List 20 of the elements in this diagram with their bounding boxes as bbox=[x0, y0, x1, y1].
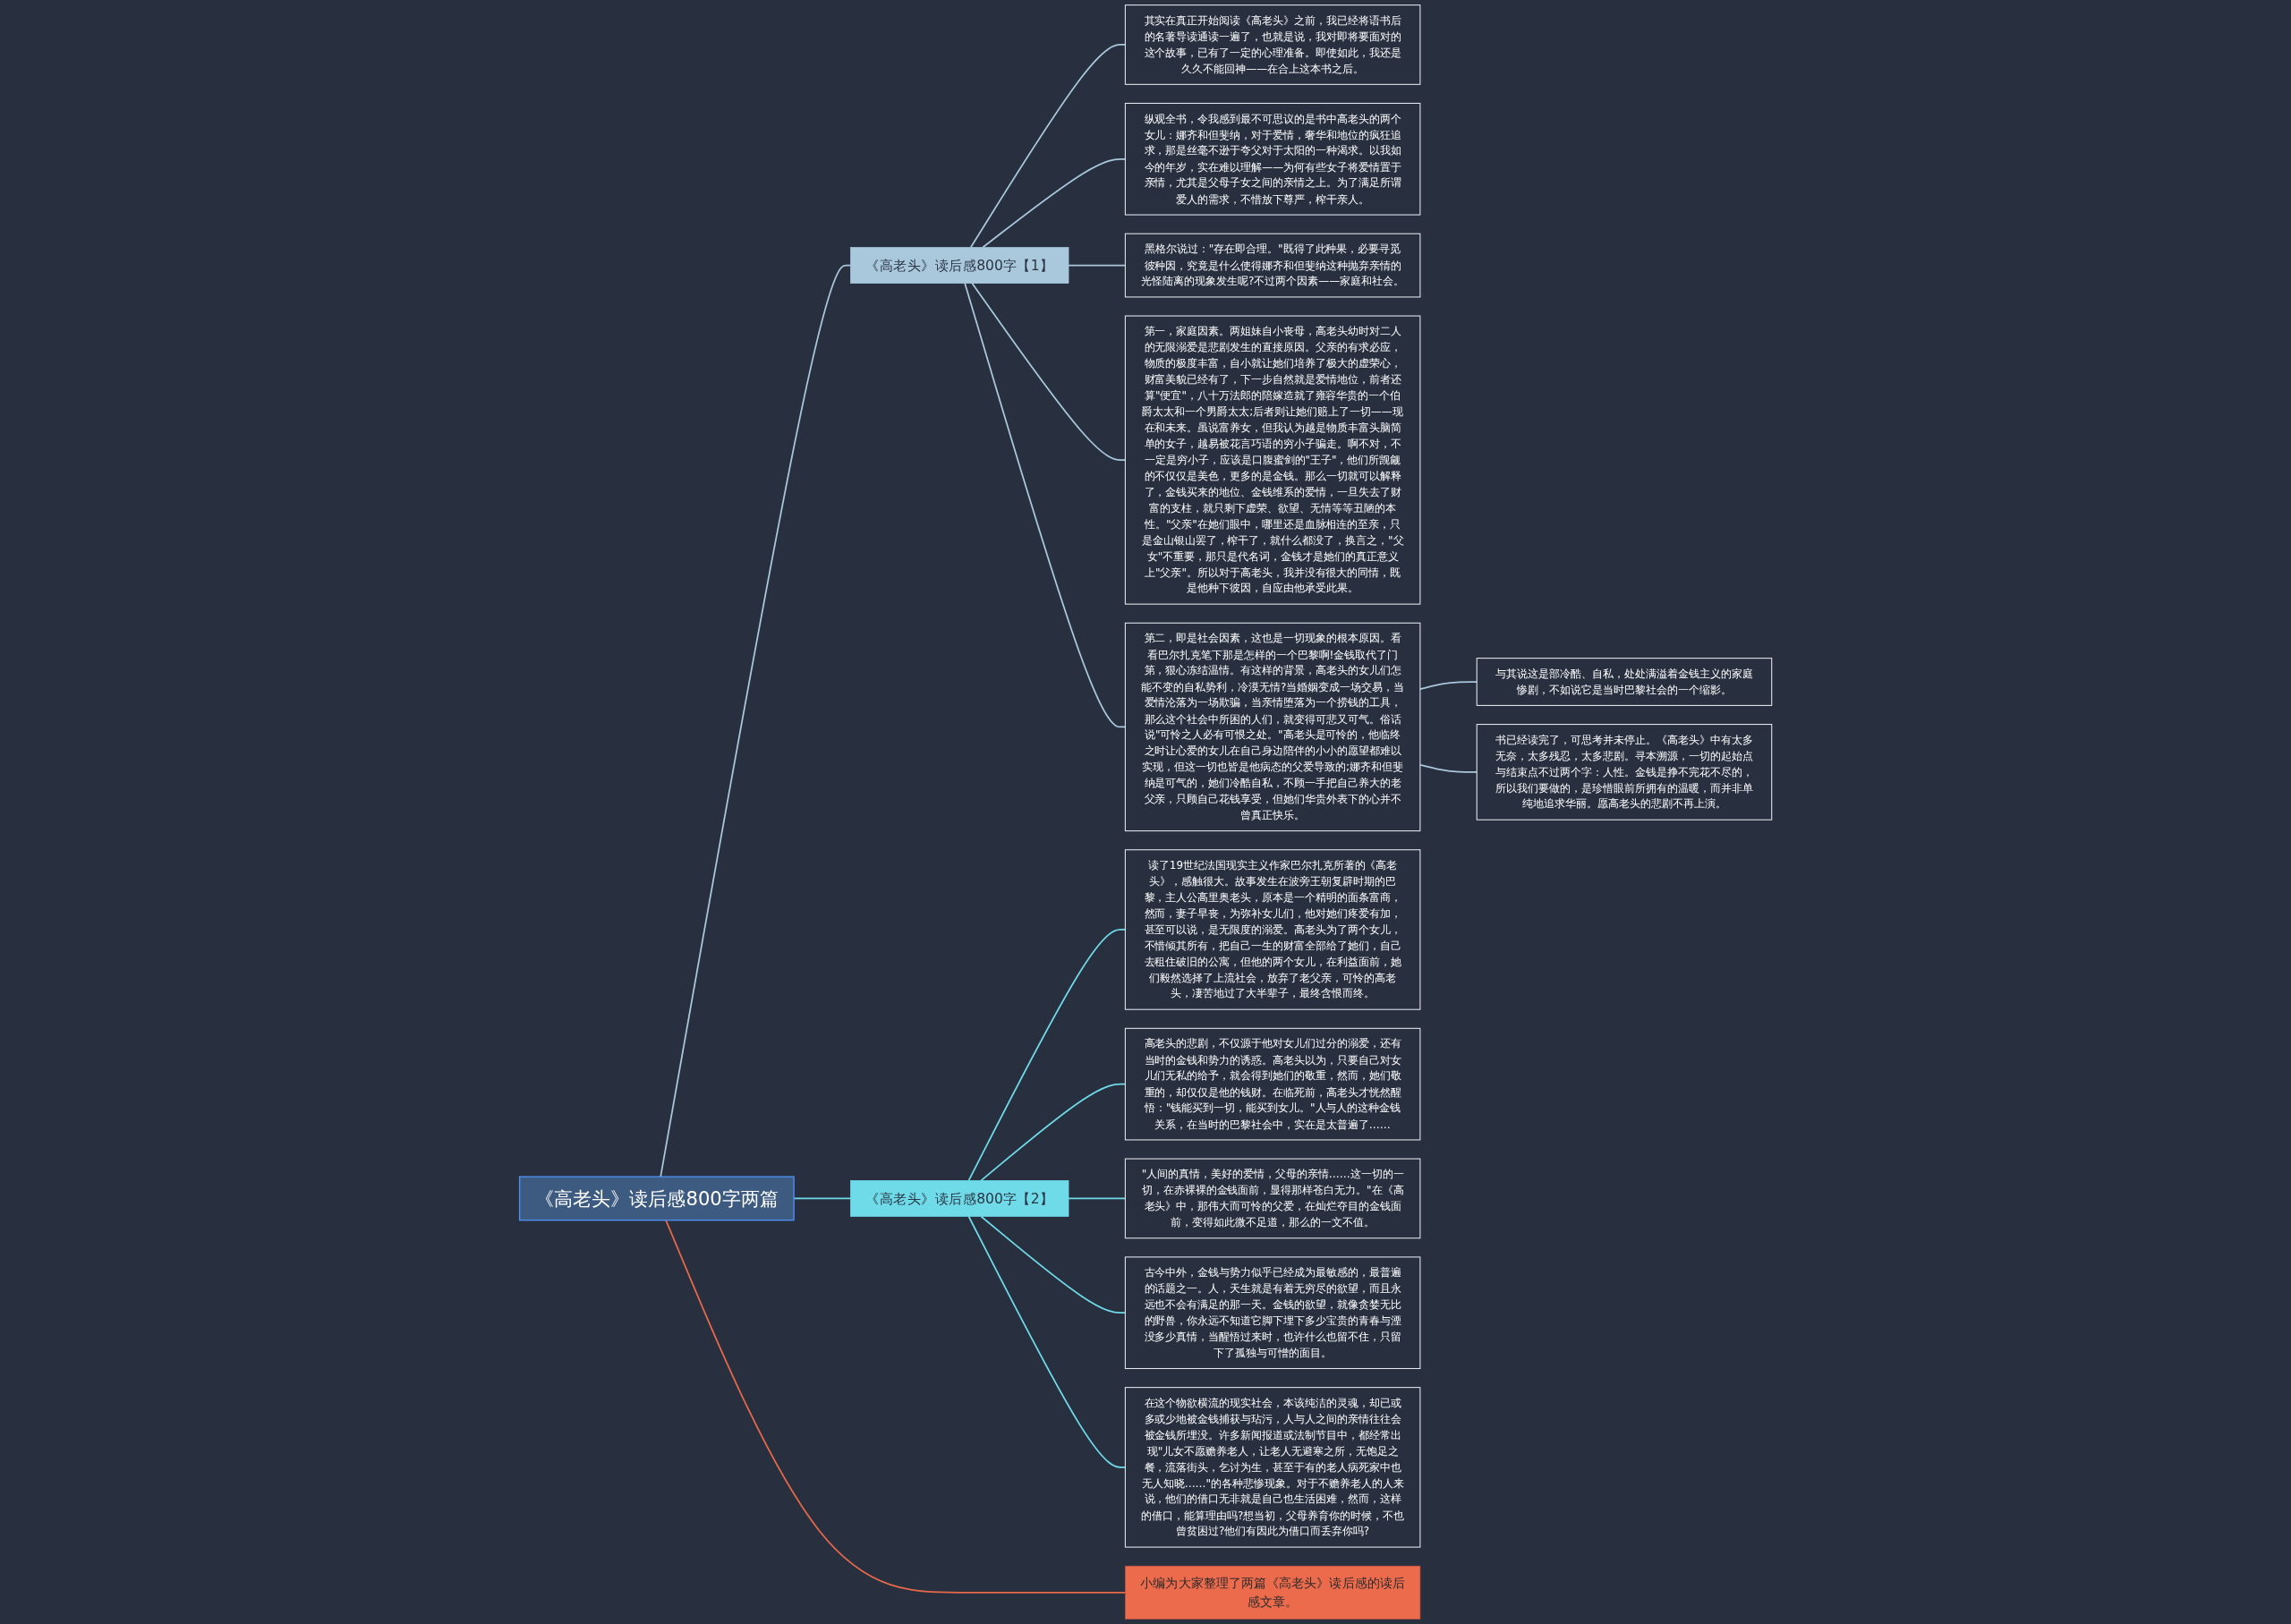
node-box bbox=[1124, 1565, 1421, 1620]
node-box bbox=[1476, 658, 1773, 706]
node-box bbox=[1476, 724, 1773, 821]
node-box bbox=[1124, 1387, 1421, 1548]
node-box bbox=[1124, 4, 1421, 85]
node-box bbox=[849, 247, 1069, 284]
connector bbox=[793, 1197, 852, 1200]
mind-map: 《高老头》读后感800字两篇 《高老头》读后感800字【1】 其实在真正开始阅读《高老头》之前，我已经将语书后的名著导读通读一遍了，也就是说，我对即将要面对的这个故事，已有了一定的心理准备。即使如此，我还是久久不能回神——在合上这本书之后。 纵观全书，令我感到最不可思议的是书中高老头的两个女儿：娜齐和但斐纳，对于爱情，奢华和地位的疯狂追求，那是丝毫不逊于夸父对于太阳的一种渴求。以我如今的年岁，实在难以理解——为何有些女子将爱情置于亲情，尤其是父母子女之间的亲情之上。为了满足所谓爱人的需求，不惜放下尊严，榨干亲人。 黑格尔说过："存在即合理。"既得了此种果，必要寻觅彼种因，究竟是什么使得娜齐和但斐纳这种抛弃亲情的光怪陆离的现象发生呢?不过两个因素——家庭和社会。 第一，家庭因素。两姐妹自小丧母，高老头幼时对二人的无限溺爱是悲剧发生的直接原因。父亲的有求必应，物质的极度丰富，自小就让她们培养了极大的虚荣心，财富美貌已经有了，下一步自然就是爱情地位，前者还算"便宜"，八十万法郎的陪嫁造就了雍容华贵的一个伯爵太太和一个男爵太太;后者则让她们赔上了一切——现在和未来。虽说富养女，但我认为越是物质丰富头脑简单的女子，越易被花言巧语的穷小子骗走。啊不对，不一定是穷小子，应该是口腹蜜剑的"王子"，他们所觊觎的不仅仅是美色，更多的是金钱。那么一切就可以解释了，金钱买来的地位、金钱维系的爱情，一旦失去了财富的支柱，就只剩下虚荣、欲望、无情等等丑陋的本性。"父亲"在她们眼中，哪里还是血脉相连的至亲，只是金山银山罢了，榨干了，就什么都没了，换言之，"父女"不重要，那只是代名词，金钱才是她们的真正意义上"父亲"。所以对于高老头，我并没有很大的同情，既是他种下彼因，自应由他承受此果。 第二，即是社会因素，这也是一切现象的根本原因。看看巴尔扎克笔下那是怎样的一个巴黎啊!金钱取代了门第，狠心冻结温情。有这样的背景，高老头的女儿们怎能不变的自私势利，冷漠无情?当婚姻变成一场交易，当爱情沦落为一场欺骗，当亲情堕落为一个捞钱的工具，那么这个社会中所困的人们，就变得可悲又可气。俗话说"可怜之人必有可恨之处。"高老头是可怜的，他临终之时让心爱的女儿在自己身边陪伴的小小的愿望都难以实现，但这一切也皆是他病态的父爱导致的;娜齐和但斐纳是可气的，她们冷酷自私，不顾一手把自己养大的老父亲，只顾自己花钱享受，但她们华贵外表下的心并不曾真正快乐。 与其说这是部冷酷、自私，处处满溢着金钱主义的家庭惨剧，不如说它是当时巴黎社会的一个缩影。 书已经读完了，可思考并未停止。《高老头》中有太多无奈，太多残忍，太多悲剧。寻本溯源，一切的起始点与结束点不过两个字：人性。金钱是挣不完花不尽的，所以我们要做的，是珍惜眼前所拥有的温暖，而并非单纯地追求华丽。愿高老头的悲剧不再上演。 《高老头》读后感800字【2】 读了19世纪法国现实主义作家巴尔扎克所著的《高老头》，感触很大。故事发生在波旁王朝复辟时期的巴黎，主人公高里奥老头，原本是一个精明的面条富商，然而，妻子早丧，为弥补女儿们，他对她们疼爱有加，甚至可以说，是无限度的溺爱。高老头为了两个女儿，不惜倾其所有，把自己一生的财富全部给了她们，自己去租住破旧的公寓，但他的两个女儿，在利益面前，她们毅然选择了上流社会，放弃了老父亲，可怜的高老头，凄苦地过了大半辈子，最终含恨而终。 高老头的悲剧，不仅源于他对女儿们过分的溺爱，还有当时的金钱和势力的诱惑。高老头以为，只要自己对女儿们无私的给予，就会得到她们的敬重，然而，她们敬重的，却仅仅是他的钱财。在临死前，高老头才恍然醒悟："钱能买到一切，能买到女儿。"人与人的这种金钱关系，在当时的巴黎社会中，实在是太普遍了…… "人间的真情，美好的爱情，父母的亲情……这一切的一切，在赤裸裸的金钱面前，显得那样苍白无力。"在《高老头》中，那伟大而可怜的父爱，在灿烂夺目的金钱面前，变得如此微不足道，那么的一文不值。 古今中外，金钱与势力似乎已经成为最敏感的，最普遍的话题之一。人，天生就是有着无穷尽的欲望，而且永远也不会有满足的那一天。金钱的欲望，就像贪婪无比的野兽，你永远不知道它脚下埋下多少宝贵的青春与湮没多少真情，当醒悟过来时，也许什么也留不住，只留下了孤独与可憎的面目。 在这个物欲横流的现实社会，本该纯洁的灵魂，却已或多或少地被金钱捕获与玷污，人与人之间的亲情往往会被金钱所埋没。许多新闻报道或法制节目中，都经常出现"儿女不愿赡养老人，让老人无避寒之所，无饱足之餐，流落街头，乞讨为生，甚至于有的老人病死家中也无人知晓……"的各种悲惨现象。对于不赡养老人的人来说，他们的借口无非就是自己也生活困难，然而，这样的借口，能算理由吗?想当初，父母养育你的时候，不也曾贫困过?他们有因此为借口而丢弃你吗? 小编为大家整理了两篇《高老头》读后感的读后感文章。 bbox=[514, 0, 1777, 1624]
node-box bbox=[1124, 622, 1421, 832]
node-box bbox=[1124, 1158, 1421, 1239]
node-box bbox=[849, 1180, 1069, 1217]
node-box bbox=[1124, 102, 1421, 216]
node-box bbox=[1124, 1027, 1421, 1141]
connector bbox=[665, 1219, 1127, 1594]
node-box bbox=[1124, 1256, 1421, 1370]
node-box bbox=[1124, 849, 1421, 1010]
node-box bbox=[1124, 315, 1421, 605]
node-box bbox=[518, 1176, 795, 1221]
connector bbox=[660, 264, 852, 1178]
node-box bbox=[1124, 233, 1421, 298]
